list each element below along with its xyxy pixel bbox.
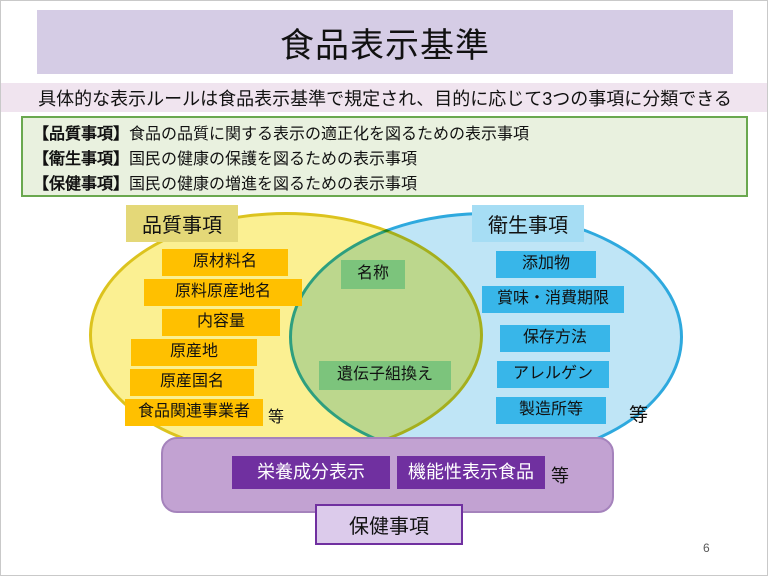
hygiene-item: 賞味・消費期限 (482, 286, 624, 313)
definition-hygiene-term: 【衛生事項】 (33, 150, 130, 168)
hygiene-label: 衛生事項 (472, 205, 584, 242)
quality-item: 食品関連事業者 (125, 399, 263, 426)
hygiene-item: 製造所等 (496, 397, 606, 424)
health-item: 栄養成分表示 (232, 456, 390, 490)
quality-etc: 等 (268, 409, 285, 426)
quality-item: 原産地 (131, 339, 257, 366)
hygiene-item: アレルゲン (497, 361, 609, 388)
definition-health-desc: 国民の健康の増進を図るための表示事項 (129, 175, 418, 193)
quality-item: 原料原産地名 (144, 279, 302, 306)
page-number: 6 (703, 541, 710, 555)
hygiene-item: 保存方法 (500, 325, 610, 352)
definition-quality-desc: 食品の品質に関する表示の適正化を図るための表示事項 (129, 126, 530, 143)
page-title: 食品表示基準 (37, 10, 733, 74)
definition-quality: 【品質事項】食品の品質に関する表示の適正化を図るための表示事項 (33, 123, 736, 148)
definition-health: 【保健事項】国民の健康の増進を図るための表示事項 (33, 173, 736, 198)
quality-item: 内容量 (162, 309, 280, 336)
quality-label: 品質事項 (126, 205, 238, 242)
slide-subtitle: 具体的な表示ルールは食品表示基準で規定され、目的に応じて3つの事項に分類できる (1, 83, 767, 112)
health-item: 機能性表示食品 (397, 456, 545, 490)
health-etc: 等 (551, 466, 569, 486)
definition-quality-term: 【品質事項】 (33, 126, 130, 143)
definitions-box: 【品質事項】食品の品質に関する表示の適正化を図るための表示事項 【衛生事項】国民… (21, 116, 748, 197)
hygiene-item: 添加物 (496, 251, 596, 278)
shared-item: 遺伝子組換え (319, 361, 451, 390)
shared-item: 名称 (341, 260, 405, 289)
definition-health-term: 【保健事項】 (33, 175, 130, 193)
quality-item: 原産国名 (130, 369, 254, 396)
definition-hygiene: 【衛生事項】国民の健康の保護を図るための表示事項 (33, 148, 736, 173)
health-label: 保健事項 (315, 504, 463, 545)
quality-item: 原材料名 (162, 249, 288, 276)
hygiene-etc: 等 (629, 405, 649, 426)
definition-hygiene-desc: 国民の健康の保護を図るための表示事項 (129, 150, 418, 168)
hygiene-circle (289, 212, 683, 462)
